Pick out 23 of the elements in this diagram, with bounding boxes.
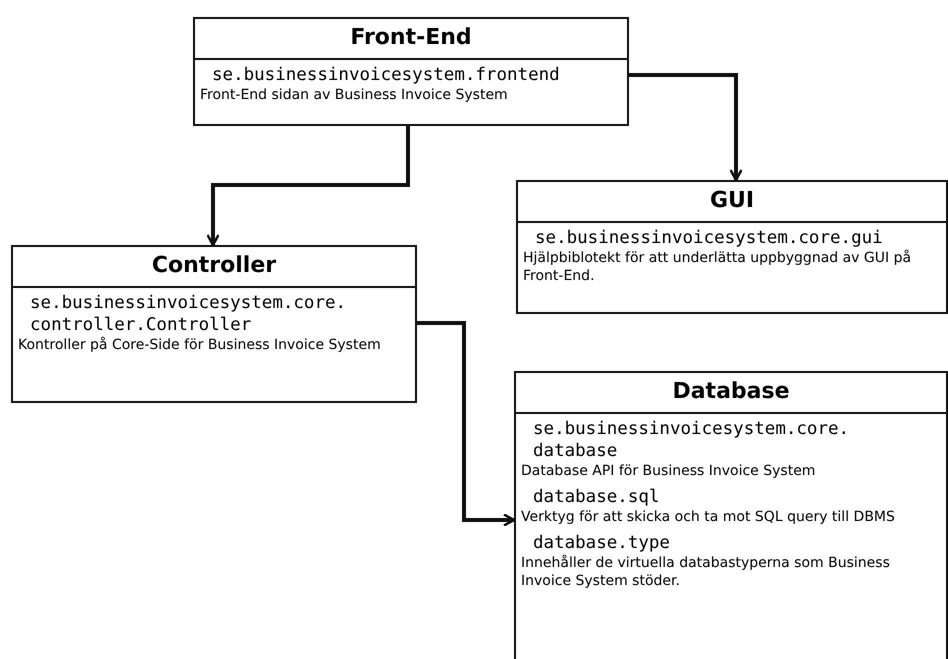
module-box [516, 180, 948, 314]
arrow [629, 73, 743, 182]
package-name: se.businessinvoicesystem.frontend [211, 64, 560, 86]
package-name: se.businessinvoicesystem.core. database [532, 418, 850, 462]
arrow [417, 321, 516, 527]
package-name: se.businessinvoicesystem.core.gui [534, 227, 883, 249]
description-text: Innehåller de virtuella databastyperna som Business Invoice System stöder. [521, 554, 891, 590]
module-title: Controller [152, 253, 276, 278]
description-text: Kontroller på Core-Side för Business Invoice System [18, 336, 381, 354]
description-text: Front-End sidan av Business Invoice System [200, 86, 508, 104]
arrow [206, 126, 410, 246]
package-name: se.businessinvoicesystem.core. controller.Controller [29, 292, 348, 336]
package-name: database.type [532, 532, 670, 554]
module-title: Database [672, 379, 790, 404]
module-box [514, 371, 948, 659]
description-text: Database API för Business Invoice System [521, 462, 816, 480]
module-title: Front-End [350, 25, 472, 50]
module-box [11, 245, 417, 403]
package-name: database.sql [532, 486, 660, 508]
description-text: Verktyg för att skicka och ta mot SQL query till DBMS [521, 508, 895, 526]
description-text: Hjälpbiblotekt för att underlätta uppbyggnad av GUI på Front-End. [523, 249, 912, 285]
module-title: GUI [710, 188, 754, 213]
module-box [193, 17, 629, 126]
